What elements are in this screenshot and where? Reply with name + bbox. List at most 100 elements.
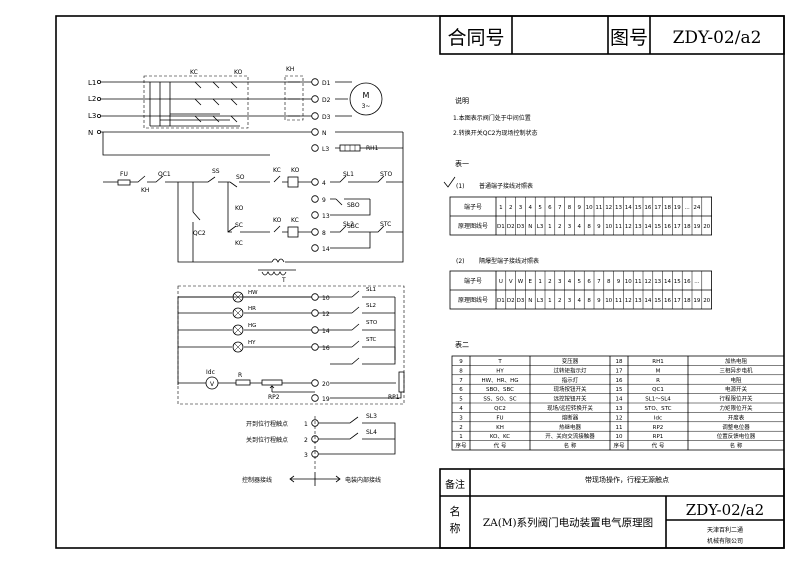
component-cell: 加热电阻 <box>725 357 748 365</box>
terminal-cell: 9 <box>597 224 601 230</box>
terminal-cell: 5 <box>578 279 582 285</box>
contactor-label-kc: KC <box>190 69 198 76</box>
terminal-cell: 4 <box>578 224 582 230</box>
terminal-cell: W <box>518 279 524 285</box>
terminal-cell: 18 <box>684 298 691 304</box>
controller-wiring-label: 控制器接线 <box>242 476 272 484</box>
terminal-cell: 11 <box>635 279 642 285</box>
lamp-switch-label: STC <box>366 337 377 343</box>
rp1-label: RP1 <box>388 394 400 401</box>
terminal-cell: 7 <box>597 279 601 285</box>
fuse-icon <box>117 179 131 186</box>
thermal-relay-label: KH <box>286 66 294 73</box>
terminal-cell: 17 <box>674 224 681 230</box>
lamp-label: HG <box>248 323 256 329</box>
terminal-row-head: 原理图线号 <box>458 222 488 230</box>
terminal-cell: 9 <box>578 205 582 211</box>
name-label-1: 名 <box>450 504 461 518</box>
sl4-label: SL4 <box>366 429 377 436</box>
lamp-label: HR <box>248 306 256 312</box>
terminal-row-head: 原理图线号 <box>458 296 488 304</box>
drawing-name: ZA(M)系列阀门电动装置电气原理图 <box>483 516 653 529</box>
kc-coil-icon <box>287 226 299 238</box>
terminal-cell: 12 <box>625 298 632 304</box>
component-cell: 变压器 <box>562 357 579 365</box>
terminal-cell: 15 <box>654 298 661 304</box>
terminal-cell: 3 <box>568 298 572 304</box>
component-cell: QC2 <box>494 406 506 412</box>
terminal-cell: D2 <box>507 224 515 230</box>
sbc-label: SBC <box>347 223 359 230</box>
terminal-cell: 2 <box>558 298 562 304</box>
terminal-cell: 14 <box>625 205 632 211</box>
terminal-cell: 16 <box>664 298 671 304</box>
terminal-cell: 19 <box>693 224 700 230</box>
component-cell: 电源开关 <box>725 385 748 393</box>
heater-label: RH1 <box>366 145 379 152</box>
component-cell: 调整电位器 <box>722 423 750 431</box>
component-cell: 名 称 <box>730 442 743 450</box>
transformer-label: T <box>281 277 286 284</box>
component-cell: KO、KC <box>490 434 510 440</box>
qc1-label: QC1 <box>158 171 171 178</box>
limit-switch-icon <box>351 323 360 331</box>
sheet-border <box>55 15 785 549</box>
terminal-cell: 15 <box>654 224 661 230</box>
terminal-cell: 24 <box>693 205 700 211</box>
lamp-label: HY <box>248 340 256 346</box>
table1-sub1-title: 普通端子接线对照表 <box>479 182 533 190</box>
terminal-cell: D3 <box>517 298 525 304</box>
remark-text: 带现场操作，行程无源触点 <box>585 475 669 484</box>
component-cell: 代 号 <box>494 442 507 450</box>
component-cell: 序号 <box>455 442 467 450</box>
terminal-cell: 2 <box>558 224 562 230</box>
component-cell: 力矩限位开关 <box>719 404 753 412</box>
component-cell: 行程限位开关 <box>719 395 753 403</box>
l3-term: L3 <box>322 146 329 153</box>
terminal-cell: 1 <box>499 205 503 211</box>
terminal-cell: 13 <box>635 224 642 230</box>
ss-label: SS <box>212 168 220 175</box>
so-label: SO <box>236 174 245 181</box>
terminal-row-head: 端子号 <box>464 203 482 211</box>
terminal-cell: 10 <box>625 279 632 285</box>
component-cell: HY <box>496 368 504 374</box>
terminal-cell: 17 <box>674 298 681 304</box>
contactor-label-ko: KO <box>234 69 243 76</box>
component-cell: 10 <box>616 434 623 440</box>
motor-term-d2: D2 <box>322 97 331 104</box>
terminal-cell: 10 <box>605 298 612 304</box>
terminal-cell: 12 <box>605 205 612 211</box>
top-title-block: 合同号 图号 ZDY-02/a2 <box>439 15 785 55</box>
terminal-cell: 1 <box>538 279 542 285</box>
terminal-cell: 4 <box>578 298 582 304</box>
table1-sub1-label: (1) <box>456 183 465 190</box>
company-line-2: 机械有限公司 <box>707 537 743 545</box>
terminal-cell: 13 <box>654 279 661 285</box>
component-cell: 名 称 <box>564 442 577 450</box>
terminal-cell: ... <box>694 279 699 285</box>
limit-switch-icon <box>351 340 360 348</box>
component-cell: 指示灯 <box>562 376 579 384</box>
terminal-cell: 19 <box>674 205 681 211</box>
terminal-cell: U <box>499 279 503 285</box>
terminal-cell: 2 <box>509 205 513 211</box>
table1-sub2-label: (2) <box>456 258 465 265</box>
terminal-cell: 16 <box>644 205 651 211</box>
component-cell: 7 <box>459 378 463 384</box>
indicator-lamp-icon <box>232 341 244 353</box>
control-circuit: FU KH QC1 SS SO KC KO KO SC KC KO KC QC2… <box>103 167 404 284</box>
limit-term-label-1: 1 <box>304 421 308 428</box>
pot-term-20: 20 <box>322 381 330 388</box>
indicator-lamp-icon <box>232 324 244 336</box>
terminal-cell: 19 <box>693 298 700 304</box>
motor-sub-label: 3~ <box>362 103 371 110</box>
component-cell: 11 <box>616 425 623 431</box>
component-cell: 5 <box>459 397 463 403</box>
terminal-cell: D3 <box>517 224 525 230</box>
